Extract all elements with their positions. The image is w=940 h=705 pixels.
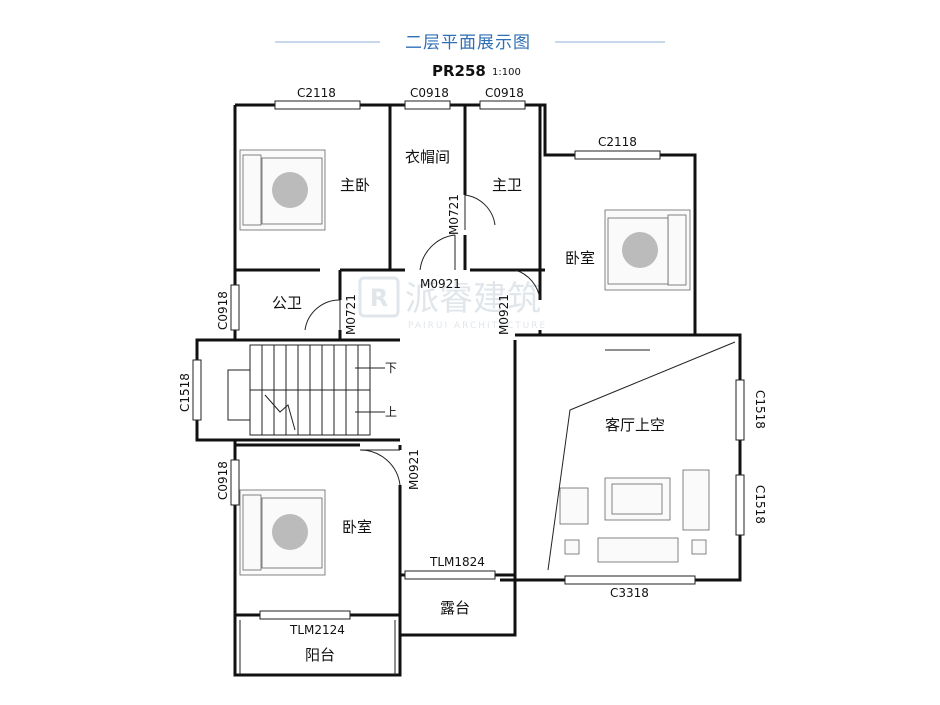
watermark: R 派睿建筑 PAIRUI ARCHITECTURE [358,276,547,331]
watermark-logo-letter: R [370,284,388,312]
room-labels: 主卧 衣帽间 主卫 卧室 公卫 客厅上空 卧室 露台 阳台 [272,148,665,664]
page-title: 二层平面展示图 [405,33,531,53]
code-window-living2: C1518 [753,485,767,524]
window-master [274,100,361,110]
bed-south-icon [239,489,326,576]
code-door-balcony: TLM2124 [289,623,345,637]
code-window-living1: C1518 [753,390,767,429]
door-balcony [259,610,351,620]
code-window-east-bed: C2118 [598,135,637,149]
plan-code: PR258 [432,62,486,80]
code-door-south-bed: M0921 [407,449,421,490]
code-window-stair: C1518 [178,373,192,412]
stair-treads [261,345,359,435]
window-south-bed [230,459,240,506]
door-swings [304,194,541,486]
room-terrace: 露台 [440,599,470,617]
room-bedroom-east: 卧室 [565,249,595,267]
header: 二层平面展示图 PR258 1:100 [275,33,665,80]
window-living1 [735,379,745,441]
watermark-logo-icon [358,276,400,318]
stair-up-label: 上 [385,405,397,419]
bed-master-icon [239,149,326,231]
room-bedroom-south: 卧室 [342,518,372,536]
code-window-south-bed: C0918 [216,461,230,500]
code-door-master: M0921 [420,277,461,291]
staircase: 下 上 [227,344,397,436]
window-stair [192,359,202,421]
door-terrace [404,570,496,580]
watermark-name: 派睿建筑 [405,279,541,319]
code-window-master: C2118 [297,86,336,100]
window-living2 [735,474,745,536]
plan-scale: 1:100 [492,67,521,78]
code-window-living-bottom: C3318 [610,586,649,600]
window-cloak [404,100,451,110]
room-living-void: 客厅上空 [605,416,665,434]
window-living-bottom [564,575,696,585]
window-east-bed [574,150,661,160]
code-door-cloak-bath: M0721 [447,194,461,235]
opening-codes: C2118 C0918 C0918 C2118 C0918 C1518 C151… [178,86,767,637]
code-door-pubbath: M0721 [344,294,358,335]
room-master-bath: 主卫 [492,176,522,194]
bed-east-icon [604,209,691,291]
code-window-cloak: C0918 [410,86,449,100]
window-pubbath [230,284,240,331]
room-public-bath: 公卫 [272,294,302,312]
windows [192,100,745,620]
void-outline [547,341,736,571]
code-door-terrace: TLM1824 [429,555,485,569]
code-window-pubbath: C0918 [216,291,230,330]
watermark-sub: PAIRUI ARCHITECTURE [408,321,547,331]
room-master-bedroom: 主卧 [340,176,370,194]
window-bath [479,100,526,110]
room-balcony: 阳台 [305,646,335,664]
room-cloakroom: 衣帽间 [405,148,450,166]
stair-break-line [264,394,296,431]
sofa-set-icon [559,469,710,563]
stair-down-label: 下 [385,361,397,375]
code-door-east-bed: M0921 [497,294,511,335]
code-window-bath: C0918 [485,86,524,100]
